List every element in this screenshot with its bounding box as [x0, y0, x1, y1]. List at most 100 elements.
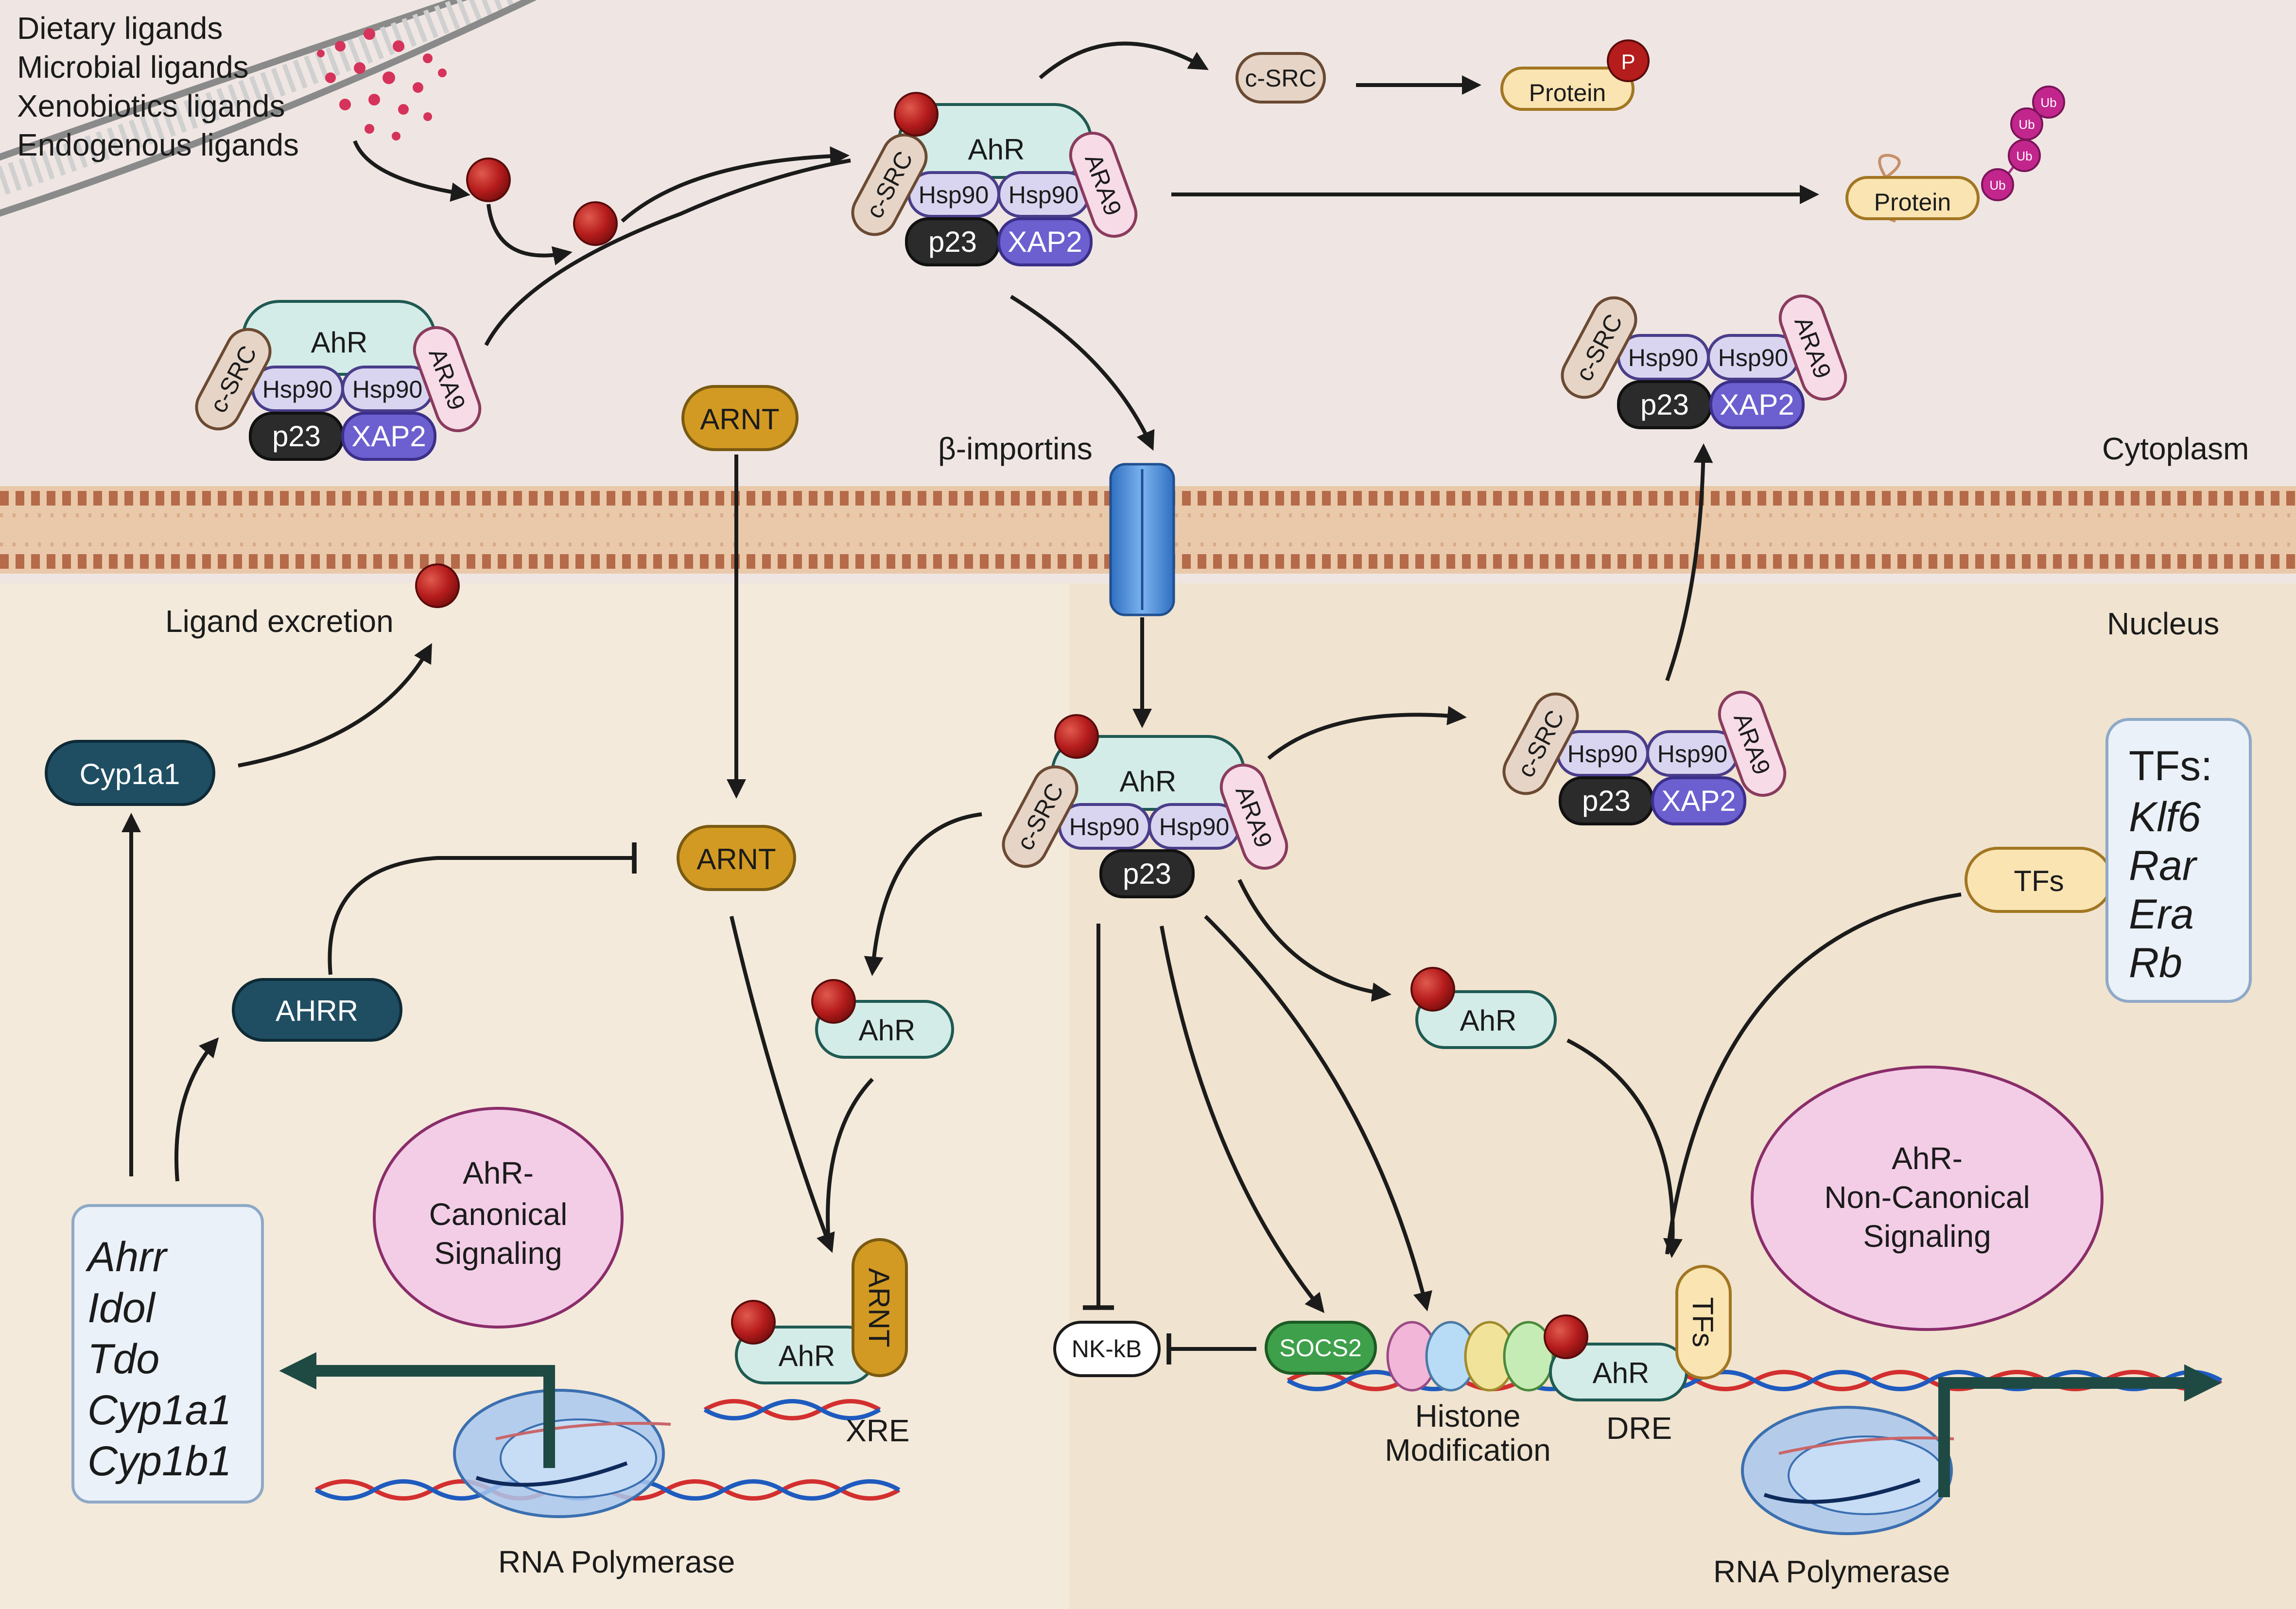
- gene-cyp1b1: Cyp1b1: [87, 1438, 231, 1485]
- ligand-endogenous: Endogenous ligands: [17, 127, 299, 162]
- canonical-line-1: AhR-: [463, 1155, 534, 1190]
- tfs-pill-label: TFs: [2014, 865, 2064, 897]
- transcription-arrow-right: [1938, 1364, 2222, 1497]
- inhibit-ahrr-arnt: [328, 842, 637, 975]
- tfs-list-box: TFs: Klf6 Rar Era Rb: [2105, 718, 2252, 1003]
- gene-tdo: Tdo: [87, 1336, 159, 1382]
- complex-a-ahr: AhR: [311, 326, 368, 359]
- rna-polymerase-right-label: RNA Polymerase: [1713, 1554, 1950, 1589]
- arrow-to-importin: [1009, 295, 1155, 451]
- ub-label-1: Ub: [1989, 178, 2005, 192]
- complex-b-hsp90-1: Hsp90: [919, 181, 989, 209]
- ub-protein-label: Protein: [1874, 189, 1951, 216]
- complex-d-xap2: XAP2: [1661, 785, 1736, 817]
- ahr-free-left: AhR: [811, 979, 954, 1059]
- gene-ahrr: Ahrr: [85, 1234, 168, 1280]
- arnt-xre-label: ARNT: [863, 1268, 895, 1347]
- complex-bound-cytoplasm: AhR Hsp90 Hsp90 p23 XAP2 c-SRC ARA9: [851, 92, 1138, 266]
- arnt-nucleus: ARNT: [677, 825, 796, 891]
- arrow-genes-to-ahrr: [174, 1037, 219, 1182]
- complex-d-hsp90-1: Hsp90: [1567, 740, 1638, 768]
- ligand-free: [573, 201, 618, 246]
- ub-label-3: Ub: [2018, 117, 2035, 132]
- ahr-xre-label: AhR: [779, 1340, 835, 1372]
- arrow-arnt-to-xre: [730, 916, 835, 1253]
- ahrr-label: AHRR: [276, 995, 358, 1027]
- complex-b-xap2: XAP2: [1008, 226, 1082, 258]
- ligand-in-membrane: [466, 157, 511, 202]
- ligand-cloud: [317, 28, 447, 140]
- arrow-tfs-to-dre: [1665, 892, 1962, 1255]
- arnt-nucleus-label: ARNT: [696, 843, 776, 875]
- complex-a-hsp90-1: Hsp90: [262, 376, 333, 403]
- phospho-protein: Protein P: [1500, 39, 1650, 111]
- complex-recycled: Hsp90 Hsp90 p23 XAP2 c-SRC ARA9: [1561, 294, 1847, 429]
- noncanonical-line-1: AhR-: [1892, 1141, 1963, 1176]
- ub-label-2: Ub: [2016, 149, 2032, 163]
- tf-rar: Rar: [2129, 842, 2198, 889]
- ligand-list: Dietary ligands Microbial ligands Xenobi…: [17, 11, 299, 162]
- ahrr-protein: AHRR: [232, 978, 402, 1042]
- complex-dissociated-nucleus: Hsp90 Hsp90 p23 XAP2 c-SRC ARA9: [1502, 690, 1787, 825]
- complex-d-p23: p23: [1582, 785, 1631, 817]
- ahr-free-left-ligand: [811, 979, 856, 1024]
- ubiquitinated-protein: Protein Ub Ub Ub Ub: [1845, 86, 2065, 223]
- ligand-microbial: Microbial ligands: [17, 50, 249, 85]
- arrow-d-to-e: [1665, 443, 1713, 682]
- cyp1a1-enzyme: Cyp1a1: [45, 740, 215, 806]
- complex-b-ahr: AhR: [968, 133, 1025, 166]
- complex-bound-nucleus: AhR Hsp90 Hsp90 p23 c-SRC ARA9: [1002, 714, 1288, 898]
- arrow-ahr-to-xre: [826, 1078, 874, 1245]
- complex-c-hsp90-2: Hsp90: [1159, 813, 1230, 840]
- ahr-free-left-label: AhR: [859, 1014, 916, 1047]
- cytoplasm-label: Cytoplasm: [2102, 431, 2249, 466]
- arrow-c-to-ahr-left: [864, 812, 982, 976]
- beta-importin-channel: [1109, 463, 1175, 616]
- arrow-c-to-histone: [1204, 915, 1432, 1312]
- tfs-dre-label: TFs: [1687, 1297, 1719, 1347]
- nucleus-label: Nucleus: [2107, 606, 2219, 641]
- complex-e-hsp90-1: Hsp90: [1628, 344, 1699, 371]
- canonical-line-2: Canonical: [429, 1197, 568, 1232]
- arrow-c-to-complex-d: [1267, 706, 1467, 760]
- arrow-ligand-entry: [353, 140, 470, 202]
- ahr-tfs-dre-complex: AhR TFs: [1544, 1265, 1732, 1401]
- cyp1a1-label: Cyp1a1: [80, 758, 180, 790]
- arrow-c-to-socs2: [1160, 926, 1325, 1313]
- socs2-node: SOCS2: [1265, 1321, 1377, 1375]
- complex-a-hsp90-2: Hsp90: [352, 376, 423, 403]
- histone-nucleosomes: [1386, 1321, 1554, 1392]
- histone-label-1: Histone: [1415, 1399, 1521, 1434]
- target-gene-box: Ahrr Idol Tdo Cyp1a1 Cyp1b1: [71, 1204, 264, 1504]
- complex-b-ligand: [894, 92, 939, 137]
- rna-polymerase-left-label: RNA Polymerase: [498, 1544, 735, 1579]
- noncanonical-line-2: Non-Canonical: [1824, 1180, 2030, 1215]
- ahr-free-right-label: AhR: [1460, 1004, 1517, 1037]
- canonical-line-3: Signaling: [434, 1236, 562, 1271]
- tfs-pill: TFs: [1965, 847, 2113, 913]
- arrow-to-csrc: [1039, 41, 1209, 80]
- tf-rb: Rb: [2129, 940, 2182, 986]
- complex-d-hsp90-2: Hsp90: [1657, 740, 1728, 768]
- histone-label-2: Modification: [1385, 1433, 1551, 1468]
- nfkb-label: NK-kB: [1072, 1335, 1142, 1363]
- nfkb-node: NK-kB: [1053, 1321, 1161, 1377]
- arrow-c-to-ahr-right: [1237, 879, 1392, 1002]
- ligand-excreted: [415, 563, 460, 608]
- gene-cyp1a1: Cyp1a1: [87, 1387, 231, 1434]
- complex-c-p23: p23: [1123, 857, 1171, 890]
- arnt-cytoplasm: ARNT: [681, 385, 799, 451]
- ub-label-4: Ub: [2040, 95, 2056, 110]
- ahr-dre-ligand: [1544, 1314, 1588, 1359]
- arrow-complex-bind: [484, 158, 851, 346]
- complex-e-hsp90-2: Hsp90: [1718, 344, 1789, 371]
- ahr-free-right-ligand: [1410, 967, 1455, 1012]
- rna-polymerase-left: [453, 1389, 671, 1518]
- tf-klf6: Klf6: [2129, 794, 2201, 840]
- transcription-arrow-left: [279, 1352, 555, 1468]
- complex-c-ahr: AhR: [1120, 765, 1177, 798]
- csrc-free-label: c-SRC: [1245, 65, 1316, 92]
- complex-b-p23: p23: [928, 226, 977, 258]
- phosphate-label: P: [1621, 50, 1635, 74]
